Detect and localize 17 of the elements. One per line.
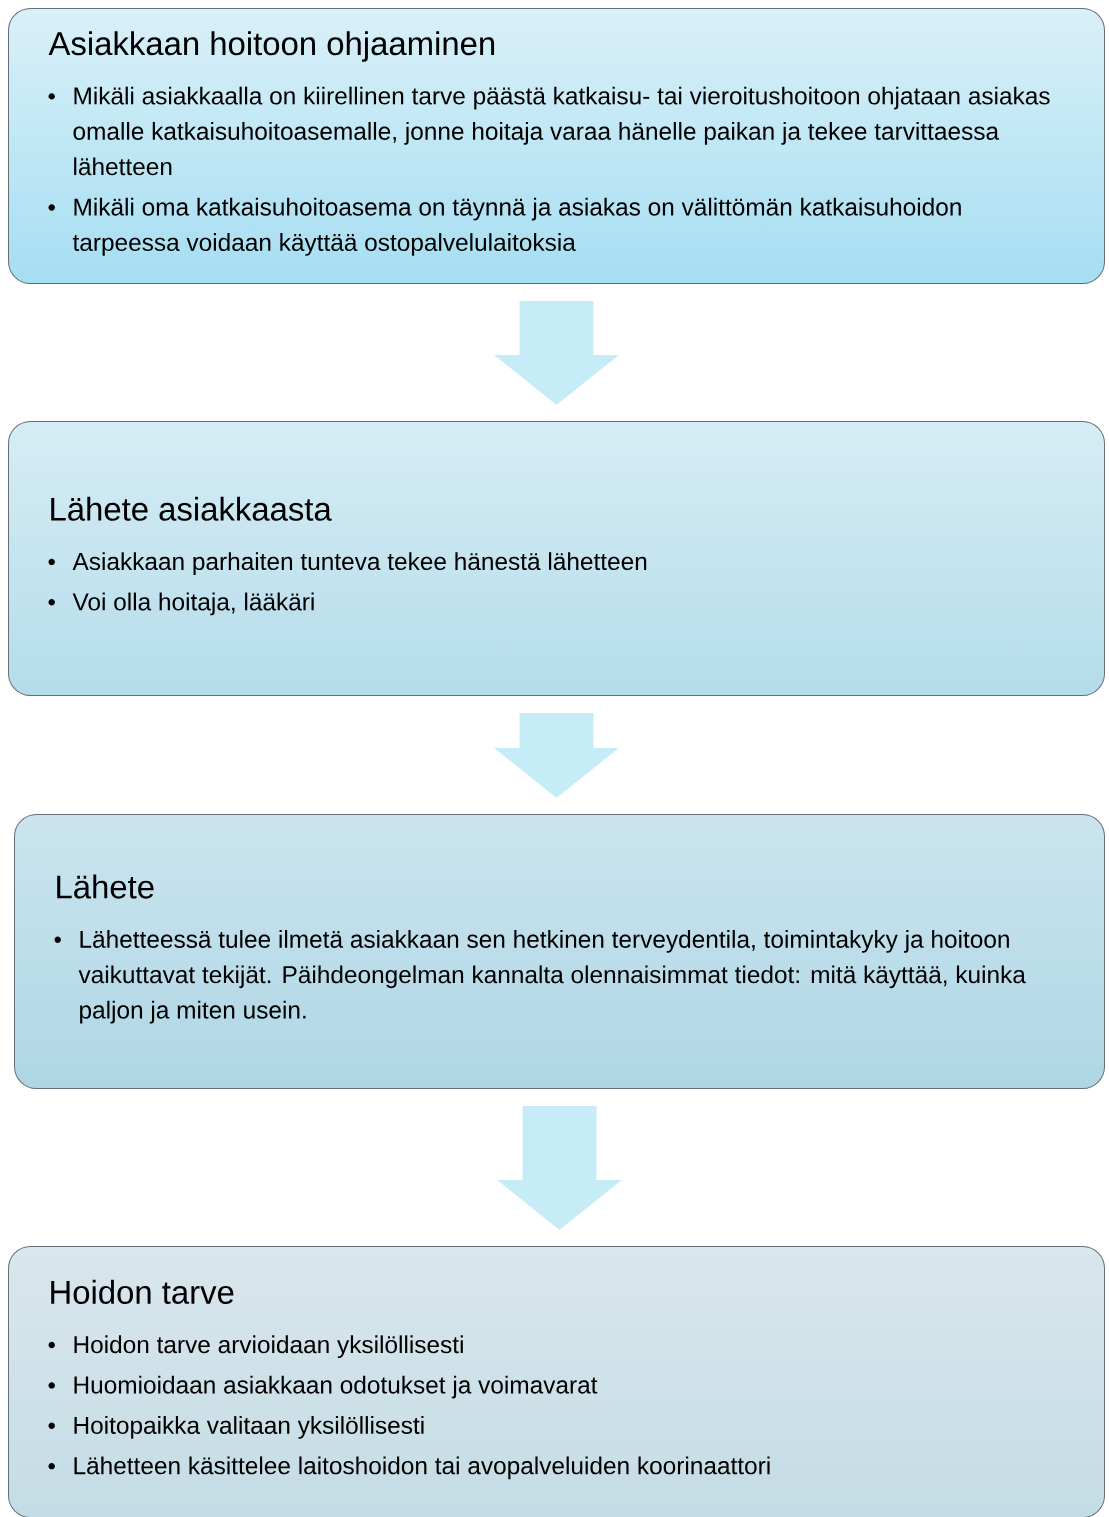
bullet-text: Huomioidaan asiakkaan odotukset ja voimavarat [74, 1375, 598, 1399]
process-box [8, 421, 1106, 696]
process-box [14, 814, 1106, 1089]
bullet-text: Hoitopaikka valitaan yksilöllisesti [74, 1416, 424, 1439]
box-heading: Asiakkaan hoitoon ohjaaminen [48, 31, 495, 62]
box-heading: Lähete asiakkaasta [51, 496, 332, 521]
process-box [8, 1246, 1106, 1517]
bullet-text: Voi olla hoitaja, lääkäri [72, 592, 314, 616]
box-heading: Lähete [57, 874, 154, 899]
bullet-text: Mikäli oma katkaisuhoitoasema on täynnä ja asiakas on välittömän katkaisuhoidon tarpeessa voidaan käyttää ostopalvelulaitoksia [72, 197, 961, 256]
bullet-text: Lähetteessä tulee ilmetä asiakkaan sen hetkinen terveydentila, toimintakyky ja hoitoon vaikuttavat tekijät. Päihdeongelman kannalta olennaisimmat tiedot: mitä käyttää, kuinka paljon ja miten usein. [78, 930, 1026, 1024]
bullet-text: Hoidon tarve arvioidaan yksilöllisesti [74, 1335, 463, 1359]
bullet-text: Lähetteen käsittelee laitoshoidon tai avopalveluiden koorinaattori [74, 1456, 770, 1480]
bullet-text: Mikäli asiakkaalla on kiirellinen tarve päästä katkaisu- tai vieroitushoitoon ohjataan asiakas omalle katkaisuhoitoasemalle, jonne hoitaja varaa hänelle paikan ja tekee tarvittaessa lähetteen [73, 86, 1050, 176]
process-box [8, 8, 1106, 284]
box-heading: Hoidon tarve [51, 1279, 234, 1304]
bullet-text: Asiakkaan parhaiten tunteva tekee hänestä lähetteen [72, 552, 647, 575]
